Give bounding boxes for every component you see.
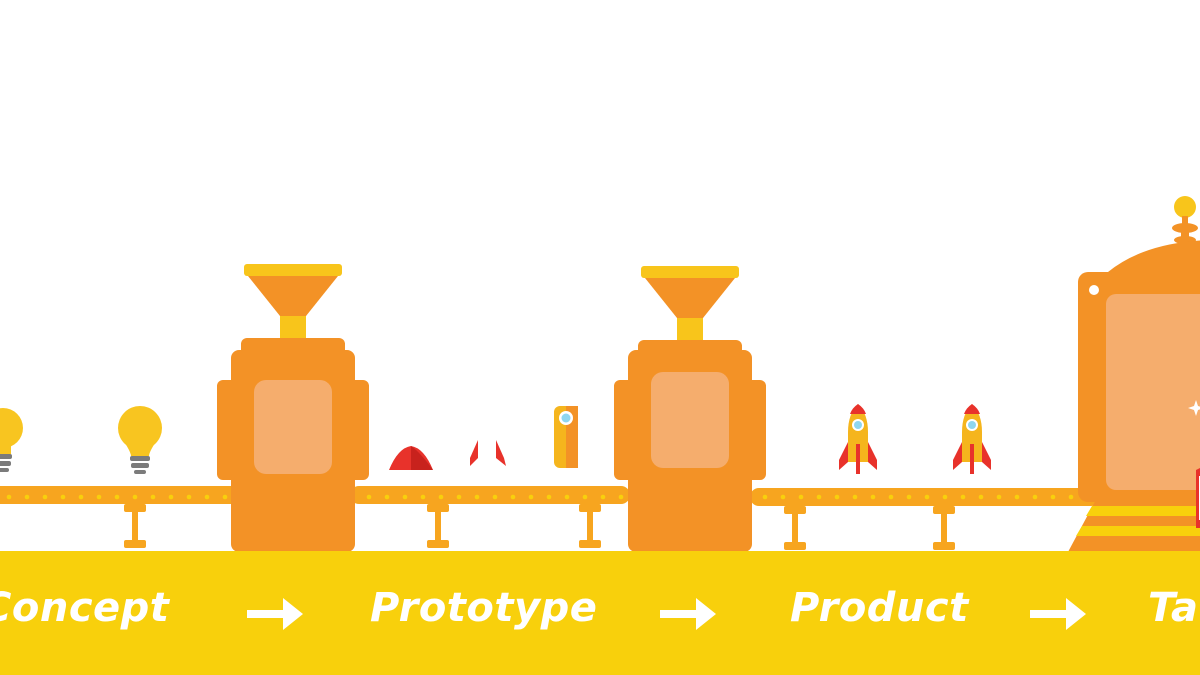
support-leg	[579, 504, 601, 548]
rocket-nose-cone-icon	[389, 446, 433, 470]
lightbulb-icon	[0, 408, 23, 472]
rocket-icon	[839, 404, 877, 474]
arrow-right-icon	[660, 598, 716, 630]
support-leg	[784, 506, 806, 550]
rocket-body-icon	[554, 406, 578, 468]
stage-band	[0, 551, 1200, 675]
arrow-right-icon	[247, 598, 303, 630]
stage-label-prototype: Prototype	[370, 585, 598, 631]
conveyor-belt-2	[350, 486, 630, 504]
factory-machine-1	[217, 264, 369, 552]
conveyor-belt-1	[0, 486, 240, 504]
rocket-icon	[953, 404, 991, 474]
arrow-right-icon	[1030, 598, 1086, 630]
rocket-fins-icon	[470, 440, 506, 466]
stage-label-concept: Concept	[0, 585, 170, 631]
support-leg	[427, 504, 449, 548]
support-leg	[933, 506, 955, 550]
support-leg	[124, 504, 146, 548]
packaging-machine	[1068, 196, 1200, 552]
lightbulb-icon	[118, 406, 162, 474]
factory-machine-2	[614, 266, 766, 552]
conveyor-belt-3	[750, 488, 1100, 506]
stage-label-partial: Ta	[1148, 585, 1199, 631]
belt-supports	[124, 504, 955, 550]
stage-label-product: Product	[790, 585, 969, 631]
